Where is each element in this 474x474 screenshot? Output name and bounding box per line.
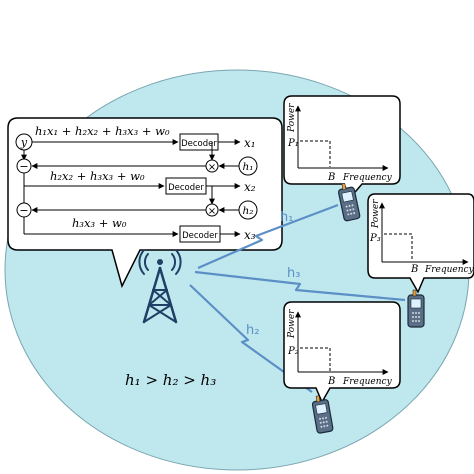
link-h3-label: h₃ [287, 266, 300, 281]
user3-power-callout: Power P₃ B Frequency [367, 193, 474, 294]
user1-phone-icon [337, 183, 361, 222]
user3-bandwidth: B [410, 264, 418, 275]
user3-y-axis-label: Power [371, 199, 381, 229]
user1-y-axis-label: Power [287, 103, 297, 133]
channel-gain-relation: h₁ > h₂ > h₃ [125, 371, 216, 389]
user1-power-callout: Power P₁ B Frequency [283, 95, 401, 200]
user1-x-axis-label: Frequency [342, 173, 393, 183]
user1-power-level: P₁ [287, 138, 299, 149]
user3-x-axis-label: Frequency [424, 265, 474, 275]
output-x3: x₃ [244, 228, 256, 242]
wireless-links [189, 203, 406, 393]
user2-bandwidth: B [327, 376, 335, 387]
sic-receiver-callout: y h₁x₁ + h₂x₂ + h₃x₃ + w₀ Decoder x₁ × h… [7, 117, 283, 289]
user3-power-level: P₃ [369, 233, 381, 244]
link-h1-path [197, 203, 339, 270]
stage3-signal-label: h₃x₃ + w₀ [72, 216, 127, 230]
decoder-1-label: Decoder [181, 139, 217, 149]
user2-phone-icon [311, 395, 334, 434]
decoder-3-label: Decoder [182, 231, 218, 241]
decoder-2-label: Decoder [168, 183, 204, 193]
multiplier-2-symbol: × [208, 206, 216, 217]
user2-power-level: P₂ [287, 346, 299, 357]
user2-y-axis-label: Power [287, 309, 297, 339]
link-h3-path [194, 270, 406, 302]
subtractor-1-symbol: − [19, 160, 28, 173]
output-x1: x₁ [244, 136, 256, 150]
gain-h2-label: h₂ [243, 205, 254, 217]
gain-h1-label: h₁ [243, 161, 254, 173]
base-station-tower-icon [138, 249, 182, 324]
stage1-signal-label: h₁x₁ + h₂x₂ + h₃x₃ + w₀ [35, 124, 170, 138]
user3-phone-icon [407, 289, 425, 328]
received-signal-label: y [20, 136, 28, 149]
subtractor-2-symbol: − [19, 204, 28, 217]
output-x2: x₂ [244, 180, 256, 194]
user2-power-callout: Power P₂ B Frequency [283, 301, 401, 404]
subtractor-2 [16, 202, 32, 218]
multiplier-1-symbol: × [208, 162, 216, 173]
stage2-signal-label: h₂x₂ + h₃x₃ + w₀ [50, 169, 145, 183]
link-h2-label: h₂ [246, 323, 259, 338]
link-h1-label: h₁ [280, 210, 293, 225]
link-h2-path [189, 284, 313, 393]
user1-bandwidth: B [327, 172, 335, 183]
user2-x-axis-label: Frequency [342, 377, 393, 387]
